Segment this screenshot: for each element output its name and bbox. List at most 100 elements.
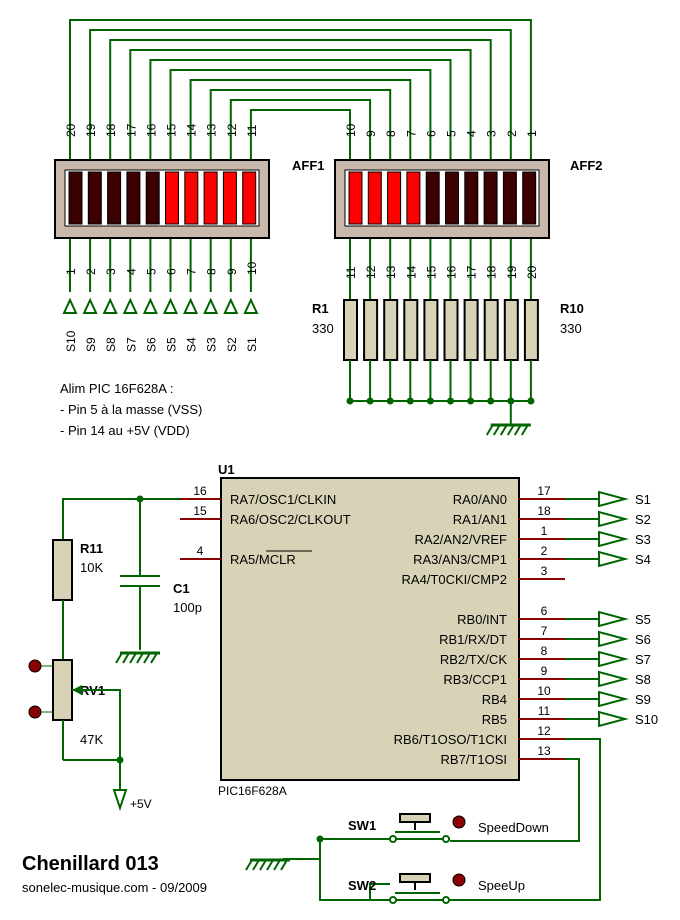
bargraph-link-wire [229,99,372,140]
u1-pin-number: 18 [537,504,551,518]
u1-pin-name: RB4 [482,692,507,707]
aff2-segment [522,171,537,225]
terminal-label: S6 [144,337,158,352]
ground-hatch [129,652,137,664]
u1-pin-number: 10 [537,684,551,698]
aff2-segment [348,171,363,225]
u1-pin-number: 15 [193,504,207,518]
u1-pin-name: RB1/RX/DT [439,632,507,647]
aff1-bottom-pin-number: 8 [205,268,219,275]
supply-triangle [112,789,128,812]
r11-value: 10K [80,560,103,575]
aff2-segment [406,171,421,225]
terminal-triangle [82,297,98,314]
resistor-body [423,299,439,361]
aff2-top-pin-number: 8 [384,130,398,137]
sw1-actuator [399,813,431,823]
r10-value: 330 [560,321,582,336]
note-line-3: - Pin 14 au +5V (VDD) [60,423,190,438]
sw2-contact [389,896,397,904]
output-terminal-triangle [598,670,629,688]
bargraph-link-wire [69,19,532,140]
aff2-bottom-pin-number: 17 [465,265,479,279]
aff1-top-pin-number: 15 [165,123,179,137]
pin-marker-dot [28,659,42,673]
aff2-segment [483,171,498,225]
output-terminal-triangle [598,690,629,708]
ground-hatch [485,424,494,436]
ground-hatch [259,859,267,871]
rv1-wiper-arrow [72,685,82,695]
aff1-top-pin-number: 20 [64,123,78,137]
rv1-body [52,659,73,721]
resistor-body [383,299,399,361]
u1-ref: U1 [218,462,235,477]
resistor-body [523,299,539,361]
aff2-bottom-pin-number: 11 [344,266,358,279]
ground-hatch [506,424,515,436]
terminal-label: S3 [205,337,219,352]
terminal-triangle [122,297,138,314]
u1-pin-number: 4 [197,544,204,558]
aff2-top-pin-number: 1 [525,130,539,137]
u1-pin-name: RA6/OSC2/CLKOUT [230,512,351,527]
aff1-segment [203,171,218,225]
terminal-triangle [243,297,259,314]
aff1-bottom-pin-number: 9 [225,268,239,275]
terminal-triangle [183,297,199,314]
terminal-label: S8 [104,337,118,352]
sw1-contact [389,835,397,843]
ground-hatch [122,652,130,664]
terminal-triangle [162,297,179,314]
u1-pin-name: RB3/CCP1 [443,672,507,687]
note-line-2: - Pin 5 à la masse (VSS) [60,402,202,417]
terminal-triangle [223,297,239,314]
switch-common-wire [319,838,390,901]
resistor-body [463,299,479,361]
junction-dot [316,835,324,843]
u1-pin-number: 12 [537,724,551,738]
aff1-bottom-pin-number: 4 [124,268,138,275]
schematic-title: Chenillard 013 [22,853,159,875]
aff2-segment [367,171,382,225]
aff1-bottom-pin-number: 1 [64,268,78,275]
aff1-segment [145,171,160,225]
resistor-body [403,299,419,361]
ground-hatch [499,424,508,436]
output-label: S10 [635,712,658,727]
aff1-top-pin-number: 14 [185,123,199,137]
terminal-label: S9 [84,337,98,352]
output-label: S9 [635,692,651,707]
aff1-segment [222,171,237,225]
output-terminal-triangle [598,530,629,548]
ground-hatch [266,859,274,871]
r1-value: 330 [312,321,334,336]
u1-pin-name: RB2/TX/CK [440,652,508,667]
bargraph-link-wire [249,109,351,140]
bargraph-link-wire [189,79,412,140]
terminal-label: S7 [124,337,138,352]
output-terminal-triangle [598,510,629,528]
ground-hatch [252,859,260,871]
aff1-bottom-pin-number: 2 [84,268,98,275]
u1-pin-number: 16 [193,484,207,498]
aff1-top-pin-number: 16 [144,123,158,137]
aff1-segment [107,171,122,225]
aff2-ref: AFF2 [570,158,603,173]
ground-hatch [520,424,529,436]
aff2-bottom-pin-number: 18 [485,265,499,279]
ground-hatch [143,652,151,664]
aff2-top-pin-number: 3 [485,130,499,137]
output-label: S3 [635,532,651,547]
u1-pin-name: RA3/AN3/CMP1 [413,552,507,567]
bargraph-link-wire [129,49,472,140]
u1-pin-name: RA0/AN0 [453,492,507,507]
resistor-body [503,299,519,361]
u1-pin-number: 11 [538,704,551,718]
aff1-segment [87,171,102,225]
bargraph-link-wire [209,89,392,140]
aff1-segment [184,171,199,225]
r10-ref: R10 [560,301,584,316]
aff2-top-pin-number: 7 [404,130,418,137]
